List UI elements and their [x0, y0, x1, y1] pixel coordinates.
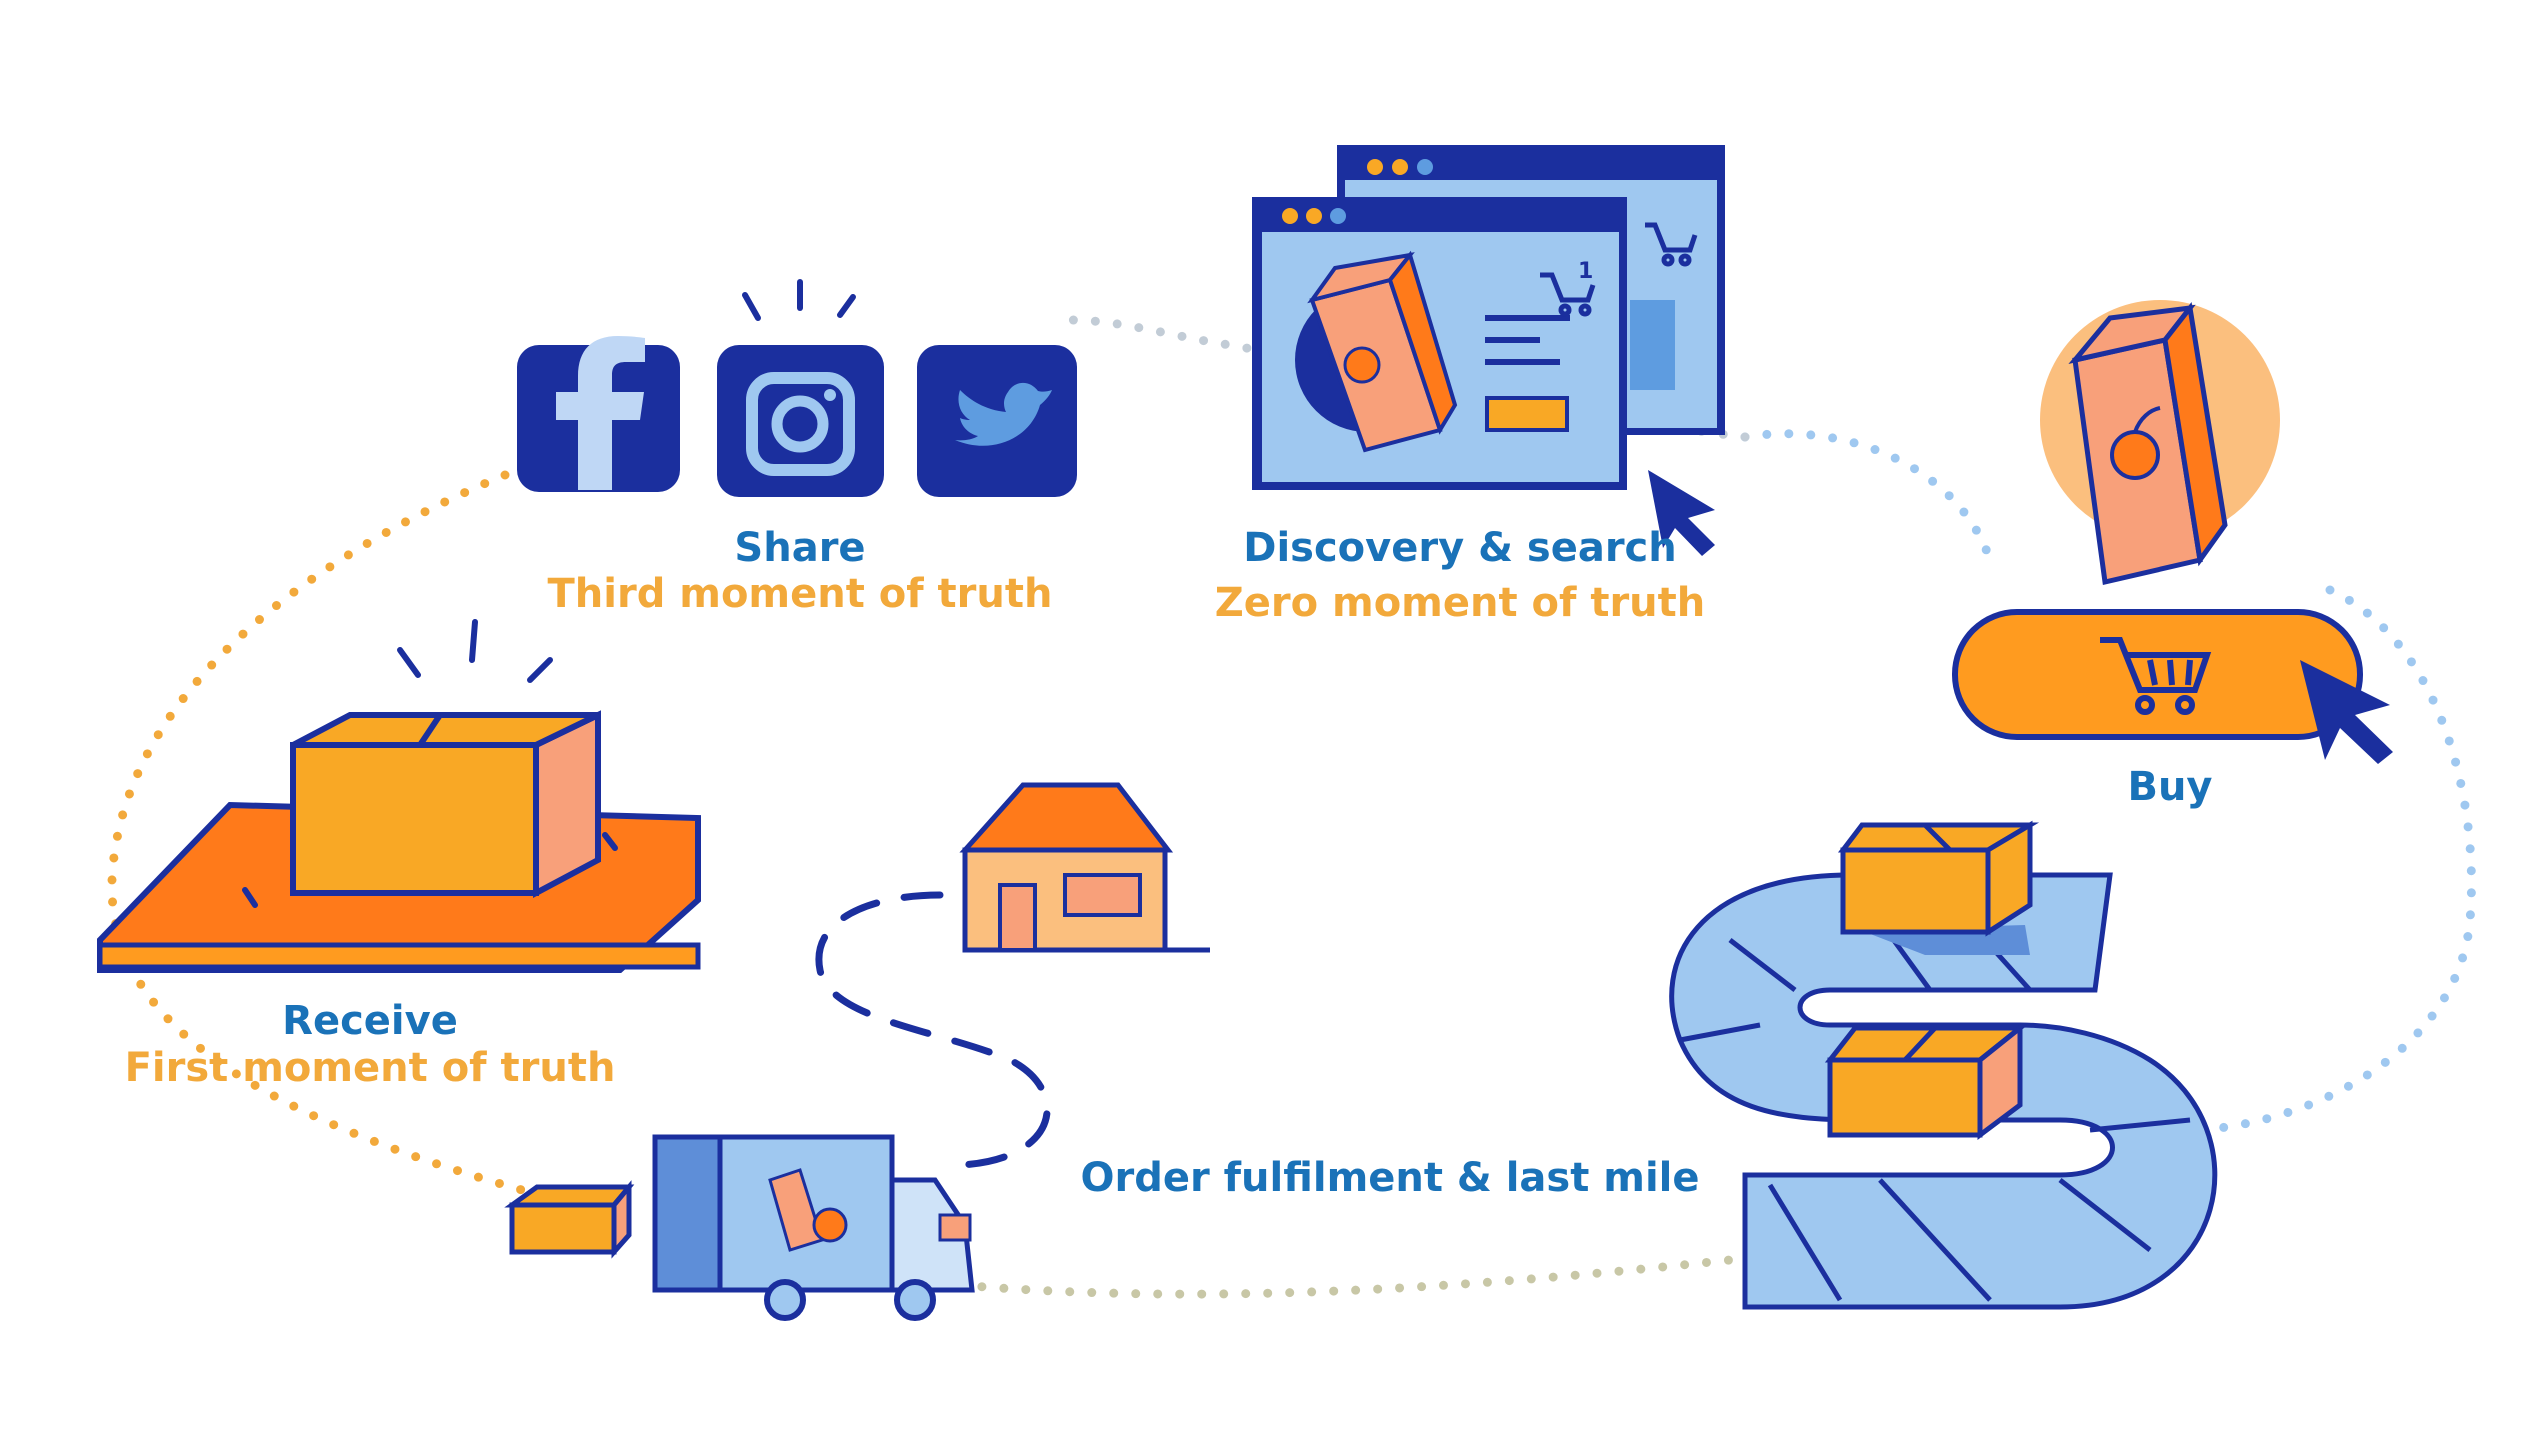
delivery-truck-icon: [652, 1134, 975, 1321]
facebook-icon: [517, 336, 680, 492]
discovery-subtitle: Zero moment of truth: [1214, 580, 1706, 626]
journey-dotted-path: [107, 315, 2476, 1299]
juice-carton-icon: [1307, 250, 1458, 453]
parcel-box-icon: [290, 710, 601, 898]
share-title: Share: [734, 525, 866, 571]
mouse-cursor-icon: [2300, 660, 2393, 764]
juice-carton-icon: [768, 1168, 848, 1252]
shopping-cart-icon: [2100, 637, 2212, 715]
buy-button-shape: [1952, 609, 2363, 740]
social-sparkle-lines: [742, 279, 856, 321]
parcel-box-icon: [1837, 820, 2040, 955]
browser-window-front: 1: [1252, 197, 1627, 490]
twitter-icon: [917, 345, 1077, 497]
delivery-route-dashed: [815, 891, 1051, 1169]
buy-illustration: [1952, 300, 2393, 764]
receive-illustration: [97, 619, 701, 973]
share-subtitle: Third moment of truth: [547, 571, 1053, 617]
receive-title: Receive: [282, 998, 458, 1044]
parcel-box-icon: [504, 1180, 635, 1259]
house-icon: [959, 782, 1210, 953]
cart-badge: 1: [1578, 259, 1593, 284]
discovery-title: Discovery & search: [1243, 525, 1677, 571]
fulfilment-title: Order fulfilment & last mile: [1080, 1155, 1700, 1201]
buy-title: Buy: [2127, 764, 2213, 810]
juice-carton-icon: [2068, 301, 2228, 586]
receive-subtitle: First moment of truth: [124, 1045, 616, 1091]
parcel-box-icon: [1824, 1022, 2028, 1140]
instagram-icon: [717, 345, 884, 497]
mouse-cursor-icon: [1648, 470, 1715, 556]
